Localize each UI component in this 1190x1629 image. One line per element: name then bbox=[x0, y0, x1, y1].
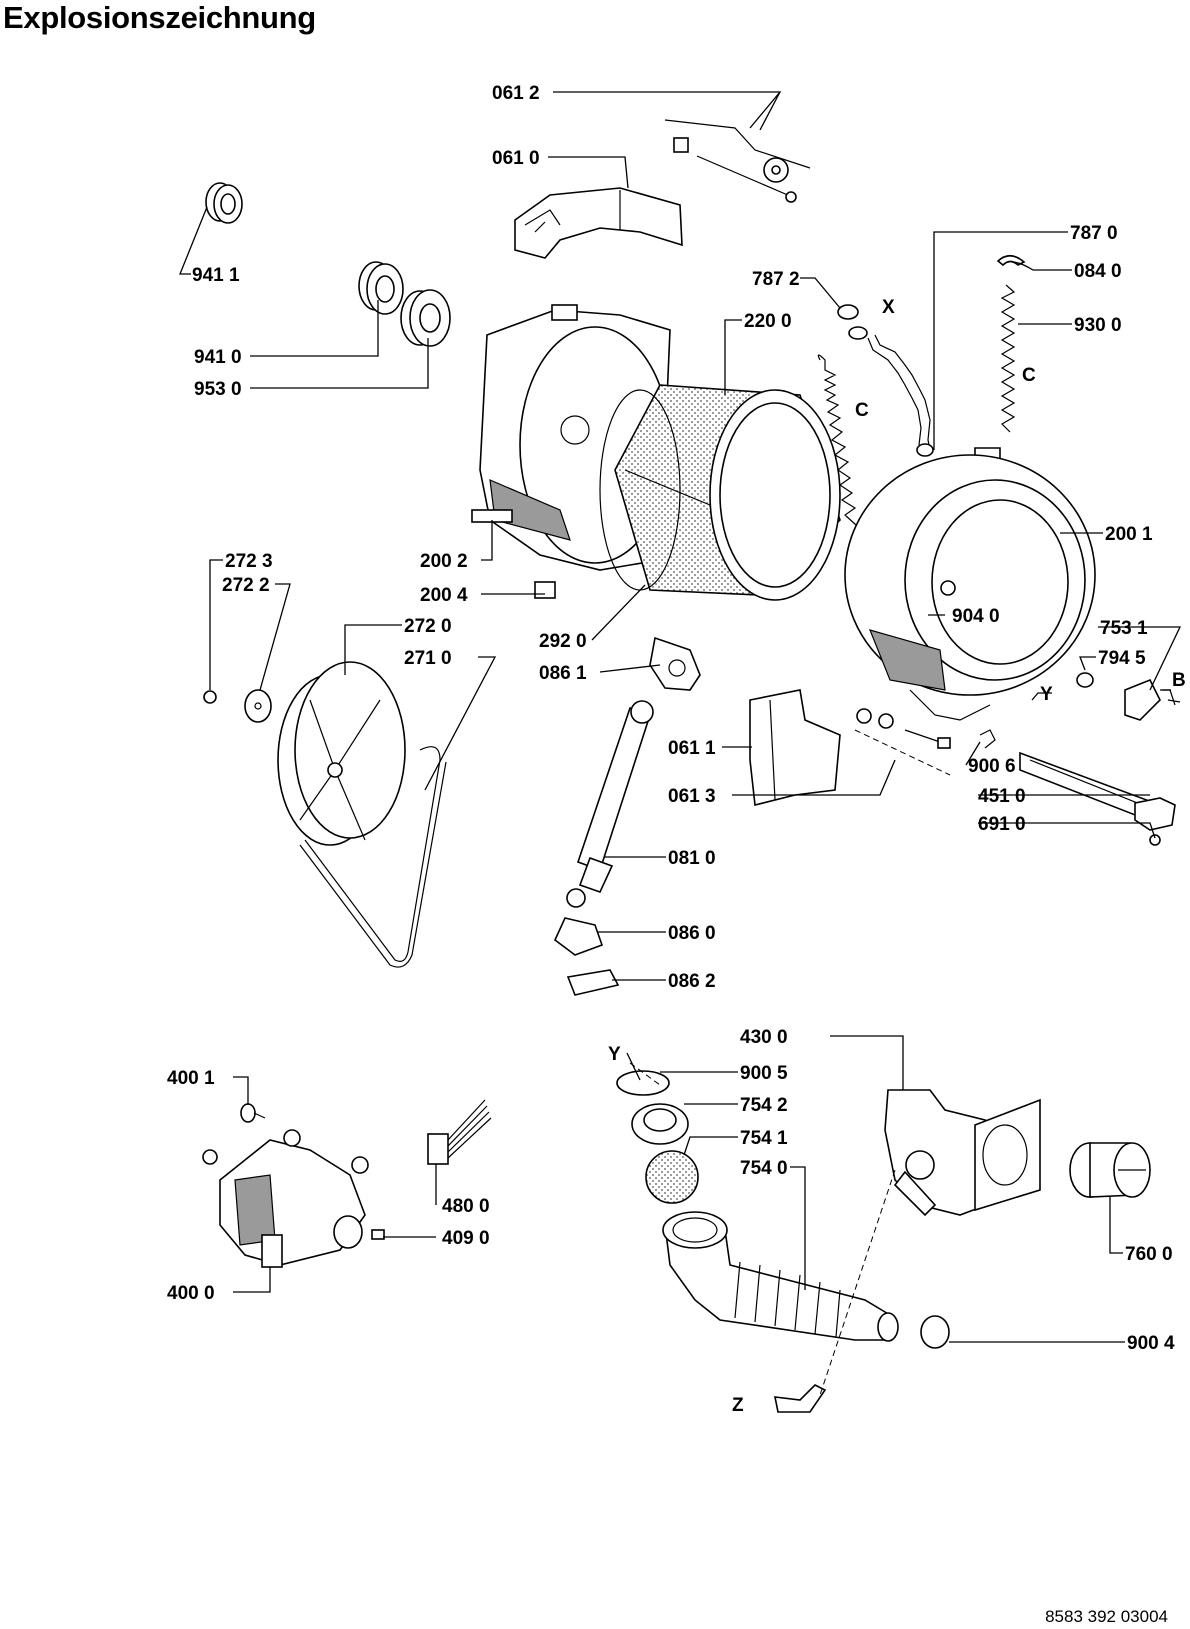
label-y-left: Y bbox=[608, 1044, 621, 1065]
label-z: Z bbox=[732, 1395, 744, 1416]
label-900-5: 900 5 bbox=[740, 1063, 788, 1084]
label-787-2: 787 2 bbox=[752, 269, 800, 290]
alignment-line bbox=[819, 1169, 896, 1396]
label-271-0: 271 0 bbox=[404, 648, 452, 669]
part-400-0-drawing bbox=[202, 1129, 369, 1268]
label-430-0: 430 0 bbox=[740, 1027, 788, 1048]
label-081-0: 081 0 bbox=[668, 848, 716, 869]
spring-left-drawing bbox=[817, 354, 857, 526]
label-y-right: Y bbox=[1040, 684, 1053, 705]
label-753-1: 753 1 bbox=[1100, 618, 1148, 639]
part-200-1-drawing bbox=[844, 454, 1096, 721]
label-904-0: 904 0 bbox=[952, 606, 1000, 627]
label-794-5: 794 5 bbox=[1098, 648, 1146, 669]
label-084-0: 084 0 bbox=[1074, 261, 1122, 282]
page-title: Explosionszeichnung bbox=[3, 0, 316, 35]
part-061-3-drawing bbox=[854, 708, 951, 776]
callout-labels: 061 2 061 0 941 1 941 0 953 0 787 0 787 … bbox=[167, 83, 1186, 1416]
label-200-4: 200 4 bbox=[420, 585, 468, 606]
part-754-1-drawing bbox=[645, 1150, 699, 1204]
label-760-0: 760 0 bbox=[1125, 1244, 1173, 1265]
part-900-4-drawing bbox=[920, 1315, 950, 1349]
part-272-3-drawing bbox=[203, 690, 217, 704]
part-754-2-drawing bbox=[631, 1103, 689, 1145]
part-086-2-drawing bbox=[566, 969, 620, 996]
label-272-2: 272 2 bbox=[222, 575, 270, 596]
label-400-1: 400 1 bbox=[167, 1068, 215, 1089]
part-409-0-drawing bbox=[371, 1229, 385, 1240]
part-760-0-drawing bbox=[1069, 1142, 1151, 1198]
part-272-0-drawing bbox=[277, 661, 406, 846]
part-754-0-drawing bbox=[662, 1211, 899, 1342]
label-400-0: 400 0 bbox=[167, 1283, 215, 1304]
part-061-2-drawing bbox=[664, 119, 811, 203]
leader-lines bbox=[179, 91, 1182, 1343]
label-272-3: 272 3 bbox=[225, 551, 273, 572]
label-941-1: 941 1 bbox=[192, 265, 240, 286]
label-086-0: 086 0 bbox=[668, 923, 716, 944]
part-061-1-drawing bbox=[749, 689, 841, 806]
part-941-0-drawing bbox=[358, 261, 404, 315]
alignment-line bbox=[629, 1062, 661, 1086]
part-z-drawing bbox=[773, 1384, 827, 1413]
part-400-1-drawing bbox=[240, 1103, 266, 1123]
part-451-0-drawing bbox=[1019, 751, 1176, 831]
label-900-4: 900 4 bbox=[1127, 1333, 1175, 1354]
label-691-0: 691 0 bbox=[978, 814, 1026, 835]
label-754-1: 754 1 bbox=[740, 1128, 788, 1149]
label-930-0: 930 0 bbox=[1074, 315, 1122, 336]
label-220-0: 220 0 bbox=[744, 311, 792, 332]
label-c-right: C bbox=[1022, 365, 1036, 386]
label-480-0: 480 0 bbox=[442, 1196, 490, 1217]
label-061-1: 061 1 bbox=[668, 738, 716, 759]
label-754-2: 754 2 bbox=[740, 1095, 788, 1116]
part-081-0-drawing bbox=[566, 700, 654, 908]
label-953-0: 953 0 bbox=[194, 379, 242, 400]
part-220-0-drawing bbox=[599, 384, 841, 601]
part-200-4-drawing bbox=[534, 581, 556, 599]
part-941-1-drawing bbox=[205, 182, 243, 224]
part-787-0-drawing bbox=[848, 326, 934, 457]
label-900-6: 900 6 bbox=[968, 756, 1016, 777]
part-900-5-drawing bbox=[616, 1070, 670, 1096]
label-061-3: 061 3 bbox=[668, 786, 716, 807]
part-953-0-drawing bbox=[400, 289, 451, 347]
label-086-2: 086 2 bbox=[668, 971, 716, 992]
part-086-1-drawing bbox=[649, 636, 701, 691]
part-794-5-drawing bbox=[1076, 672, 1094, 688]
label-292-0: 292 0 bbox=[539, 631, 587, 652]
label-061-0: 061 0 bbox=[492, 148, 540, 169]
label-200-2: 200 2 bbox=[420, 551, 468, 572]
label-787-0: 787 0 bbox=[1070, 223, 1118, 244]
label-409-0: 409 0 bbox=[442, 1228, 490, 1249]
part-900-6-drawing bbox=[979, 729, 996, 749]
part-430-0-drawing bbox=[884, 1089, 1041, 1217]
label-086-1: 086 1 bbox=[539, 663, 587, 684]
label-c-left: C bbox=[855, 400, 869, 421]
part-691-0-drawing bbox=[1149, 834, 1161, 846]
label-b: B bbox=[1172, 670, 1186, 691]
label-941-0: 941 0 bbox=[194, 347, 242, 368]
label-754-0: 754 0 bbox=[740, 1158, 788, 1179]
part-930-0-drawing bbox=[974, 284, 1016, 473]
label-x: X bbox=[882, 297, 895, 318]
label-451-0: 451 0 bbox=[978, 786, 1026, 807]
document-number: 8583 392 03004 bbox=[1045, 1607, 1168, 1626]
part-086-0-drawing bbox=[554, 917, 604, 956]
part-061-0-drawing bbox=[514, 187, 683, 259]
part-272-2-drawing bbox=[244, 689, 272, 723]
part-787-2-drawing bbox=[837, 304, 859, 320]
label-272-0: 272 0 bbox=[404, 616, 452, 637]
label-061-2: 061 2 bbox=[492, 83, 540, 104]
label-200-1: 200 1 bbox=[1105, 524, 1153, 545]
part-271-0-drawing bbox=[299, 746, 447, 968]
part-480-0-drawing bbox=[427, 1099, 492, 1165]
